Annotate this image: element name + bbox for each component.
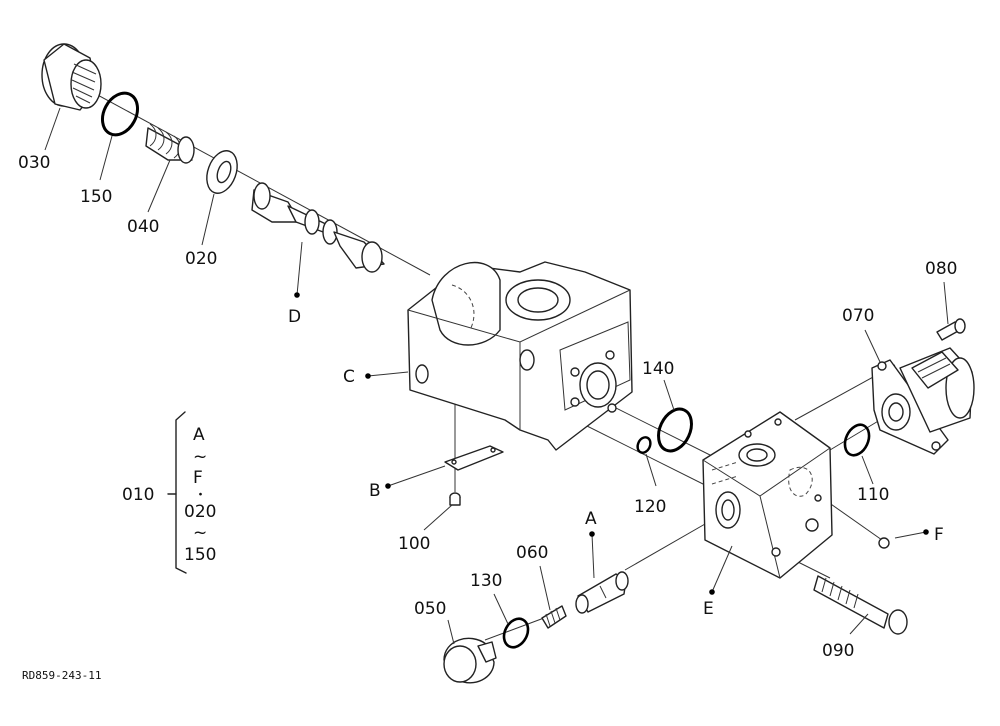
bolt-080 [936,318,966,341]
assembly-bracket [167,411,187,574]
callout-E: E [703,599,714,619]
valve-body-C [407,261,633,451]
spring-060 [541,605,567,629]
callout-A: A [585,509,597,529]
assembly-joiner: ・ [194,488,207,503]
spring-040 [145,123,195,164]
label-150: 150 [80,187,112,207]
label-080: 080 [925,259,957,279]
part-labels: 030 150 040 020 080 070 140 120 110 100 … [18,153,957,661]
oring-130 [502,617,530,649]
washer-020 [206,150,238,194]
label-040: 040 [127,217,159,237]
plate-B [444,445,504,471]
plug-050 [443,637,497,684]
callout-B: B [369,481,381,501]
label-140: 140 [642,359,674,379]
label-020: 020 [185,249,217,269]
oring-150 [100,91,140,137]
solenoid-070 [871,347,975,455]
label-110: 110 [857,485,889,505]
label-120: 120 [634,497,666,517]
label-030: 030 [18,153,50,173]
leader-dots [294,292,929,595]
label-050: 050 [414,599,446,619]
label-100: 100 [398,534,430,554]
callout-labels: D C B A E F [288,307,944,619]
leader-lines [44,107,949,645]
label-060: 060 [516,543,548,563]
assembly-legend: 010 A ~ F ・ 020 ~ 150 [122,425,216,565]
callout-D: D [288,307,301,327]
ball-F [878,537,890,549]
drawing-reference: RD859-243-11 [22,669,101,682]
callout-C: C [343,367,355,387]
oring-110 [843,423,871,457]
label-090: 090 [822,641,854,661]
assembly-range2-end: 150 [184,545,216,565]
assembly-range1-start: A [193,425,205,445]
assembly-range1-sep: ~ [193,447,207,467]
spool-D [251,182,385,273]
assembly-range2-sep: ~ [193,523,207,543]
assembly-number: 010 [122,485,154,505]
assembly-range1-end: F [193,468,203,488]
screw-100 [449,492,461,506]
label-130: 130 [470,571,502,591]
plug-030 [41,43,102,111]
block-E [702,411,833,579]
label-070: 070 [842,306,874,326]
oring-120 [636,436,652,454]
bolt-090 [813,575,908,635]
callout-F: F [934,525,944,545]
assembly-range2-start: 020 [184,502,216,522]
check-valve-A [575,571,629,614]
oring-140 [657,407,693,453]
